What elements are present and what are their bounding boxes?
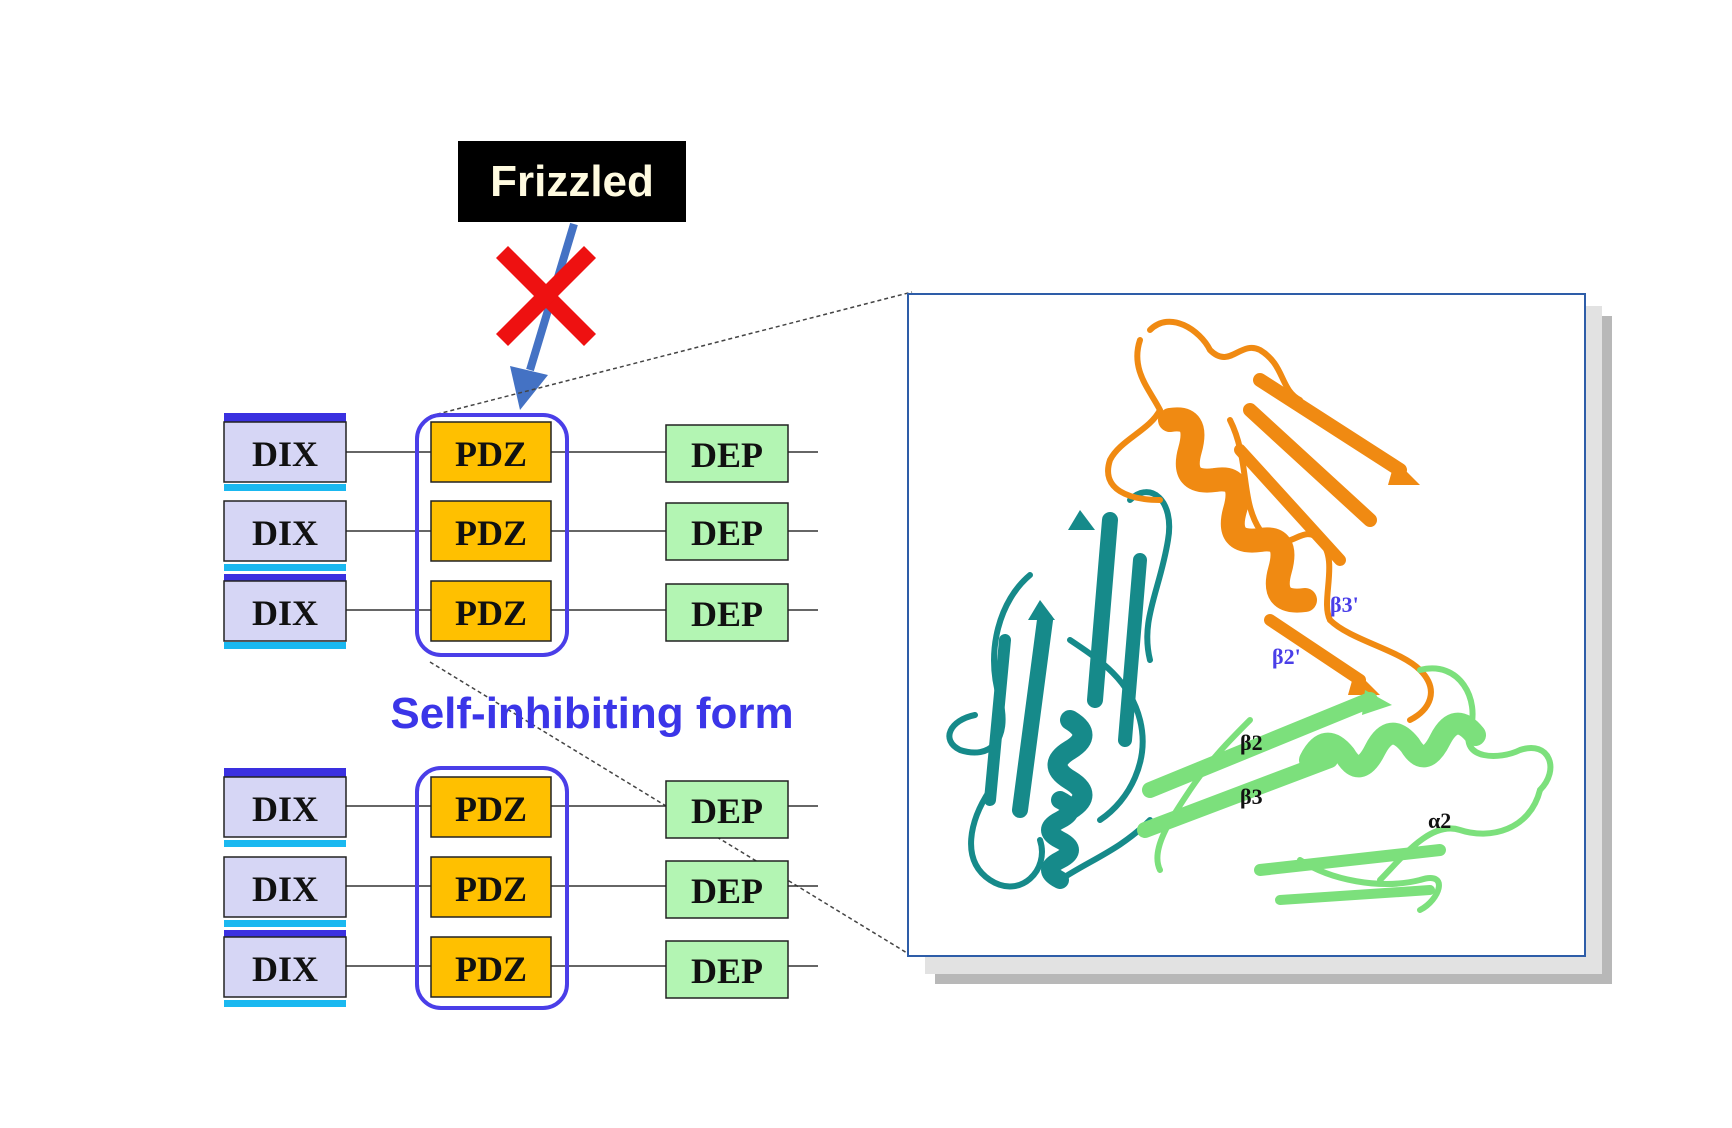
- dix-box: DIX: [223, 936, 347, 998]
- dep-box: DEP: [665, 780, 789, 839]
- pdz-box: PDZ: [430, 421, 552, 483]
- upper-dix-boxes: DIX DIX DIX: [223, 421, 347, 642]
- dep-box: DEP: [665, 583, 789, 642]
- upper-dep-boxes: DEP DEP DEP: [665, 424, 789, 642]
- upper-group-bars: [224, 413, 346, 649]
- pdz-label: PDZ: [455, 593, 527, 633]
- dep-box: DEP: [665, 940, 789, 999]
- beta3-label: β3: [1240, 784, 1263, 809]
- pdz-label: PDZ: [455, 513, 527, 553]
- dep-label: DEP: [691, 871, 763, 911]
- dep-label: DEP: [691, 594, 763, 634]
- beta2-label: β2: [1240, 730, 1263, 755]
- block-cross-icon: [495, 245, 597, 347]
- beta3-prime-label: β3': [1330, 592, 1359, 617]
- frizzled-box: Frizzled: [458, 141, 686, 222]
- dix-label: DIX: [252, 513, 318, 553]
- dix-label: DIX: [252, 593, 318, 633]
- dix-box: DIX: [223, 500, 347, 562]
- pdz-label: PDZ: [455, 789, 527, 829]
- green-chain: [1137, 665, 1554, 913]
- pdz-box: PDZ: [430, 856, 552, 918]
- upper-pdz-boxes: PDZ PDZ PDZ: [430, 421, 552, 642]
- dep-box: DEP: [665, 424, 789, 483]
- dep-label: DEP: [691, 791, 763, 831]
- beta2-prime-label: β2': [1272, 644, 1301, 669]
- pdz-box: PDZ: [430, 500, 552, 562]
- lower-dix-boxes: DIX DIX DIX: [223, 776, 347, 998]
- alpha2-label: α2: [1428, 808, 1451, 833]
- frizzled-label: Frizzled: [490, 157, 654, 206]
- structure-panel: β3' β2' β2 β3 α2: [907, 293, 1612, 984]
- dix-label: DIX: [252, 869, 318, 909]
- self-inhibiting-caption: Self-inhibiting form: [390, 689, 793, 738]
- teal-chain: [946, 489, 1173, 890]
- pdz-box: PDZ: [430, 580, 552, 642]
- dix-label: DIX: [252, 789, 318, 829]
- lower-pdz-bracket: [415, 766, 569, 1010]
- pdz-box: PDZ: [430, 936, 552, 998]
- dix-box: DIX: [223, 421, 347, 483]
- dix-label: DIX: [252, 434, 318, 474]
- lower-group-bars: [224, 768, 346, 1007]
- orange-chain: [1105, 318, 1434, 723]
- lower-pdz-boxes: PDZ PDZ PDZ: [430, 776, 552, 998]
- pdz-box: PDZ: [430, 776, 552, 838]
- lower-dep-boxes: DEP DEP DEP: [665, 780, 789, 999]
- dix-label: DIX: [252, 949, 318, 989]
- panel-frame: [907, 293, 1586, 957]
- pdz-label: PDZ: [455, 869, 527, 909]
- upper-pdz-bracket: [415, 413, 569, 657]
- dep-label: DEP: [691, 435, 763, 475]
- dep-label: DEP: [691, 513, 763, 553]
- dix-box: DIX: [223, 856, 347, 918]
- pdz-label: PDZ: [455, 434, 527, 474]
- dep-box: DEP: [665, 860, 789, 919]
- dix-box: DIX: [223, 776, 347, 838]
- dep-label: DEP: [691, 951, 763, 991]
- dep-box: DEP: [665, 502, 789, 561]
- dix-box: DIX: [223, 580, 347, 642]
- pdz-label: PDZ: [455, 949, 527, 989]
